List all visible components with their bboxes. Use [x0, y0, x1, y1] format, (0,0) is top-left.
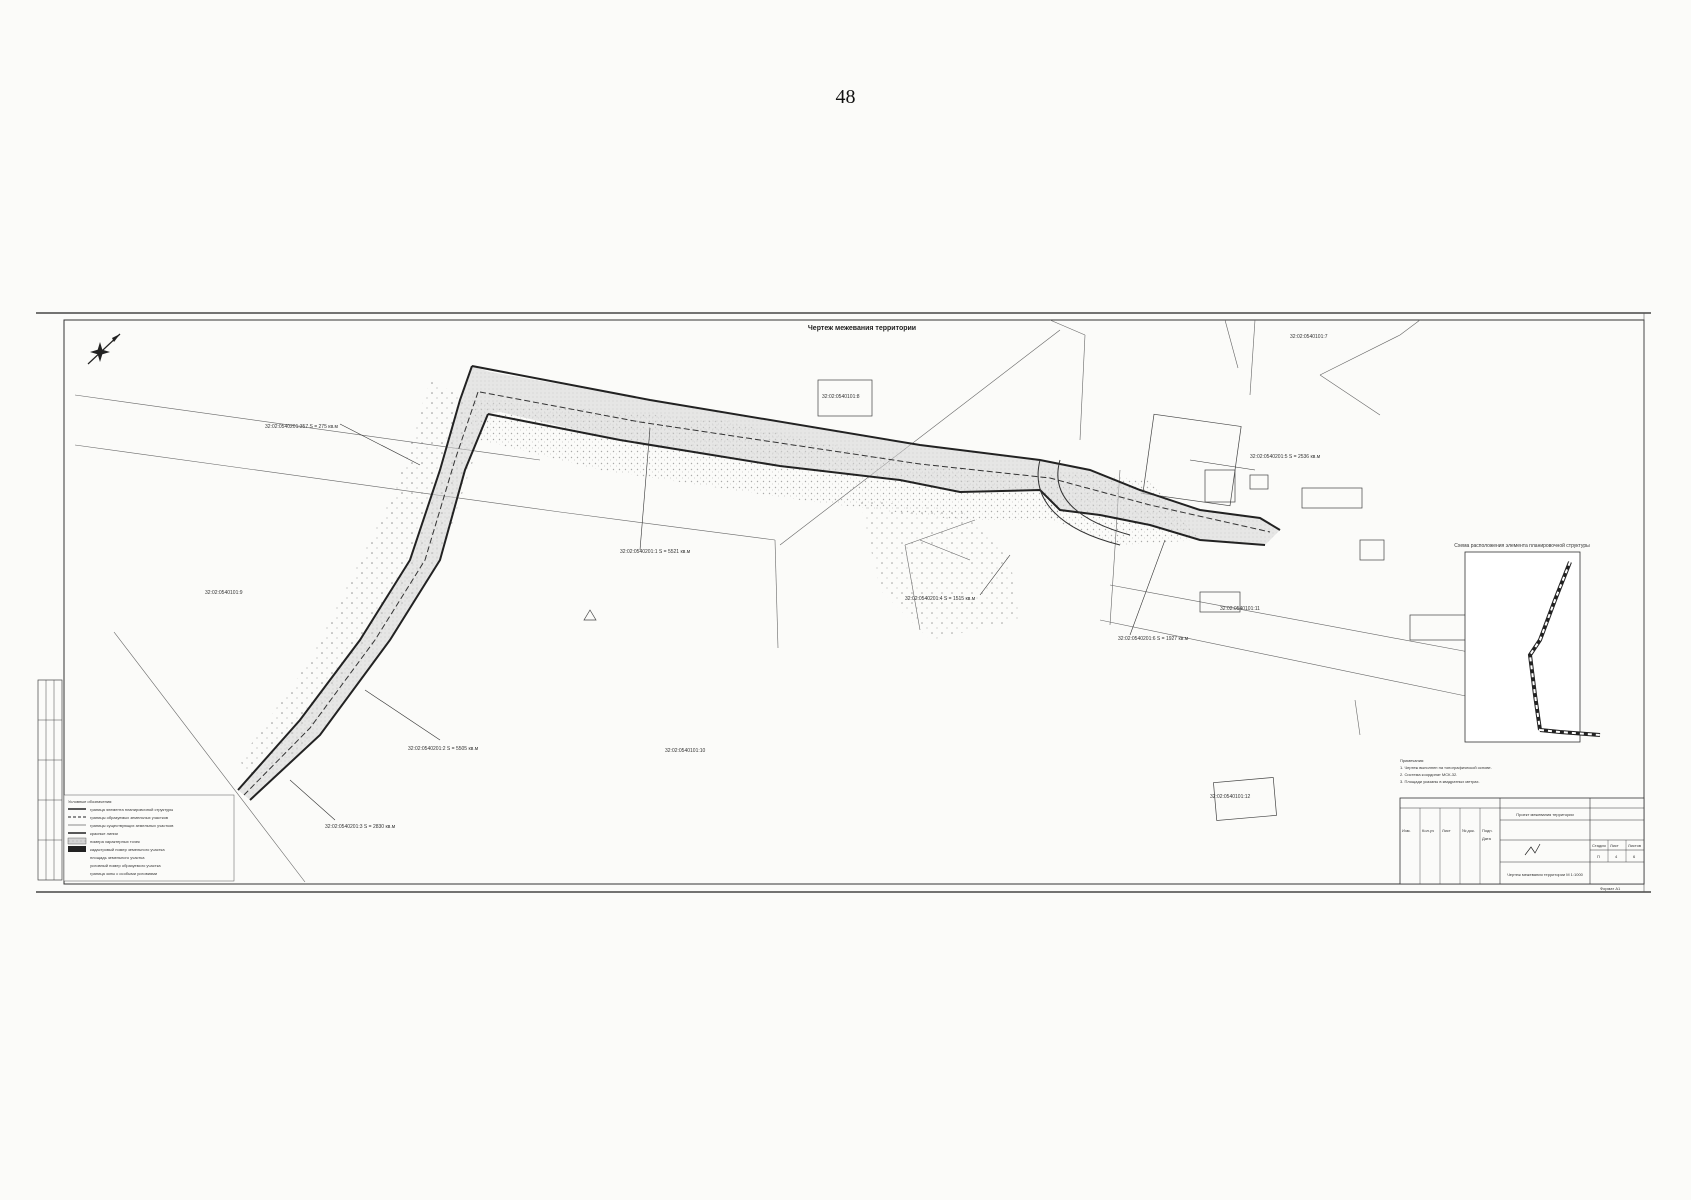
stamp-row: Дата	[1482, 836, 1492, 841]
stamp-row: Кол.уч	[1422, 828, 1434, 833]
map-title: Чертеж межевания территории	[808, 325, 916, 332]
stamp-cell: 4	[1615, 854, 1618, 859]
legend: Условные обозначения: граница элемента п…	[63, 794, 235, 882]
note-line: 1. Чертеж выполнен на топографической ос…	[1400, 765, 1492, 770]
north-arrow-icon	[87, 333, 121, 365]
legend-line: границы существующих земельных участков	[90, 823, 173, 828]
stamp-cell: П	[1597, 854, 1600, 859]
legend-line: кадастровый номер земельного участка	[90, 847, 165, 852]
stamp-row: Лист	[1442, 828, 1451, 833]
parcel-label: 32:02:0540201:1 S = 5521 кв.м	[620, 549, 691, 555]
inset-scheme: Схема расположения элемента планировочно…	[1454, 542, 1601, 743]
format-label: Формат А1	[1600, 886, 1621, 891]
parcel-label: 32:02:0540201:5 S = 2536 кв.м	[1250, 454, 1321, 460]
parcel-labels: 32:02:0540201:357 S = 275 кв.м 32:02:054…	[205, 334, 1328, 830]
background-lines	[74, 319, 1486, 883]
legend-line: граница элемента планировочной структуры	[90, 807, 173, 812]
page-number: 48	[835, 86, 856, 108]
stamp-cell: 6	[1633, 854, 1636, 859]
legend-line: номера характерных точек	[90, 839, 140, 844]
side-stamp	[37, 679, 63, 881]
stamp-row: № док.	[1462, 828, 1475, 833]
parcel-label: 32:02:0540201:6 S = 1927 кв.м	[1118, 636, 1189, 642]
stamp-row: Подп.	[1482, 828, 1493, 833]
parcel-label: 32:02:0540201:3 S = 2830 кв.м	[325, 824, 396, 830]
stamp-cell: Листов	[1628, 843, 1641, 848]
parcel-label: 32:02:0540101:7	[1290, 334, 1328, 340]
stamp-row: Изм.	[1402, 828, 1411, 833]
corridor-band	[237, 365, 1281, 801]
stamp-sheet-title: Проект межевания территории	[1516, 812, 1574, 817]
leader-lines	[289, 423, 1256, 821]
note-line: 3. Площади указаны в квадратных метрах.	[1400, 779, 1480, 784]
legend-line: граница зоны с особыми условиями	[90, 871, 157, 876]
parcel-label: 32:02:0540101:12	[1210, 794, 1251, 800]
legend-line: красные линии	[90, 831, 118, 836]
legend-line: площадь земельного участка	[90, 855, 145, 860]
buildings	[583, 379, 1476, 821]
legend-line: Условные обозначения:	[68, 799, 112, 804]
drawing-frame	[36, 312, 1651, 893]
parcel-label: 32:02:0540201:4 S = 1515 кв.м	[905, 596, 976, 602]
title-stamp: Изм. Кол.уч Лист № док. Подп. Дата Стади…	[1399, 797, 1645, 885]
parcel-label: 32:02:0540201:2 S = 5505 кв.м	[408, 746, 479, 752]
stamp-drawing-title: Чертеж межевания территории М 1:1000	[1507, 872, 1584, 877]
stamp-cell: Стадия	[1592, 843, 1606, 848]
parcel-label: 32:02:0540101:8	[822, 394, 860, 400]
signature	[1524, 843, 1541, 856]
note-line: 2. Система координат МСК-32.	[1400, 772, 1457, 777]
parcel-label: 32:02:0540101:10	[665, 748, 706, 754]
parcel-label: 32:02:0540101:11	[1220, 606, 1260, 612]
notes-block: Примечания: 1. Чертеж выполнен на топогр…	[1400, 758, 1492, 784]
parcel-label: 32:02:0540201:357 S = 275 кв.м	[265, 424, 338, 430]
legend-line: границы образуемых земельных участков	[90, 815, 168, 820]
inset-title: Схема расположения элемента планировочно…	[1454, 542, 1590, 549]
note-line: Примечания:	[1400, 758, 1424, 763]
parcel-label: 32:02:0540101:9	[205, 590, 243, 596]
legend-line: условный номер образуемого участка	[90, 863, 161, 868]
stamp-cell: Лист	[1610, 843, 1619, 848]
